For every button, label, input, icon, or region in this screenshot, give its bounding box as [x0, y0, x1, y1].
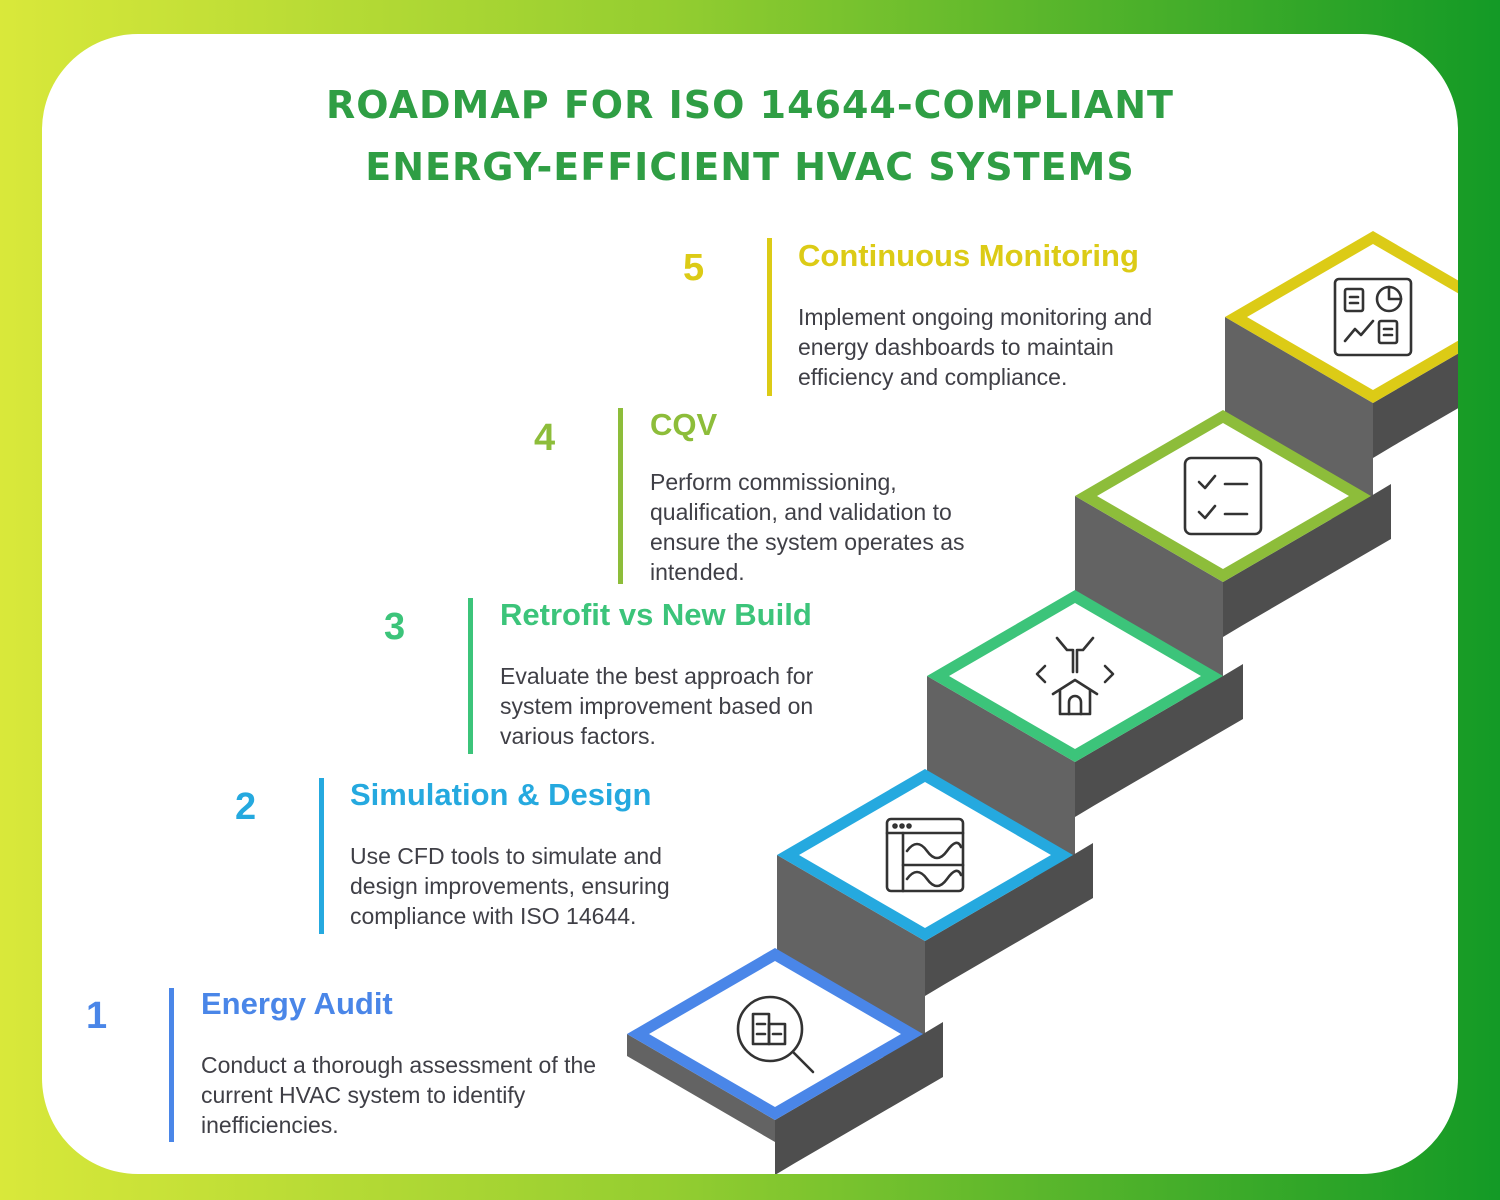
stair-step-3	[927, 590, 1243, 902]
stair-side-5	[1373, 305, 1458, 458]
page-title: ROADMAP FOR ISO 14644-COMPLIANT ENERGY-E…	[0, 74, 1500, 198]
step-3-divider	[468, 598, 473, 754]
step-4-number: 4	[534, 417, 556, 459]
step-1-title: Energy Audit	[201, 986, 393, 1021]
stair-tile-inner-4	[1097, 423, 1349, 569]
stair-step-1	[627, 948, 943, 1174]
stair-base-front	[627, 1034, 775, 1142]
step-5-divider	[767, 238, 772, 396]
step-2-title: Simulation & Design	[350, 777, 652, 812]
step-2-divider	[319, 778, 324, 934]
step-3-description: Evaluate the best approach for system im…	[500, 663, 814, 749]
step-4-description: Perform commissioning, qualification, an…	[650, 469, 965, 585]
title-line-2: ENERGY-EFFICIENT HVAC SYSTEMS	[365, 145, 1135, 189]
stair-side-2	[925, 843, 1093, 996]
step-1-divider	[169, 988, 174, 1142]
building-search-icon	[736, 995, 815, 1074]
house-decision-icon	[1035, 636, 1115, 716]
step-3-title: Retrofit vs New Build	[500, 597, 812, 632]
stair-side-3	[1075, 664, 1243, 817]
step-4-title: CQV	[650, 407, 718, 442]
stair-tile-inner-3	[949, 603, 1201, 749]
step-4-divider	[618, 408, 623, 584]
step-3-number: 3	[384, 606, 406, 648]
step-2-description: Use CFD tools to simulate and design imp…	[350, 843, 670, 929]
step-5-description: Implement ongoing monitoring and energy …	[798, 304, 1153, 390]
stair-tile-inner-5	[1247, 244, 1458, 390]
checklist-icon	[1183, 456, 1263, 536]
step-1-description: Conduct a thorough assessment of the cur…	[201, 1052, 597, 1138]
dashboard-icon	[1333, 277, 1413, 357]
simulation-window-icon	[885, 817, 965, 893]
stair-side-1	[775, 1022, 943, 1174]
step-5-title: Continuous Monitoring	[798, 238, 1139, 273]
step-1-number: 1	[86, 995, 108, 1037]
step-2-number: 2	[235, 786, 257, 828]
stair-side-4	[1223, 484, 1391, 637]
stair-tile-inner-2	[799, 782, 1051, 928]
step-5-number: 5	[683, 247, 705, 289]
title-line-1: ROADMAP FOR ISO 14644-COMPLIANT	[326, 83, 1174, 127]
